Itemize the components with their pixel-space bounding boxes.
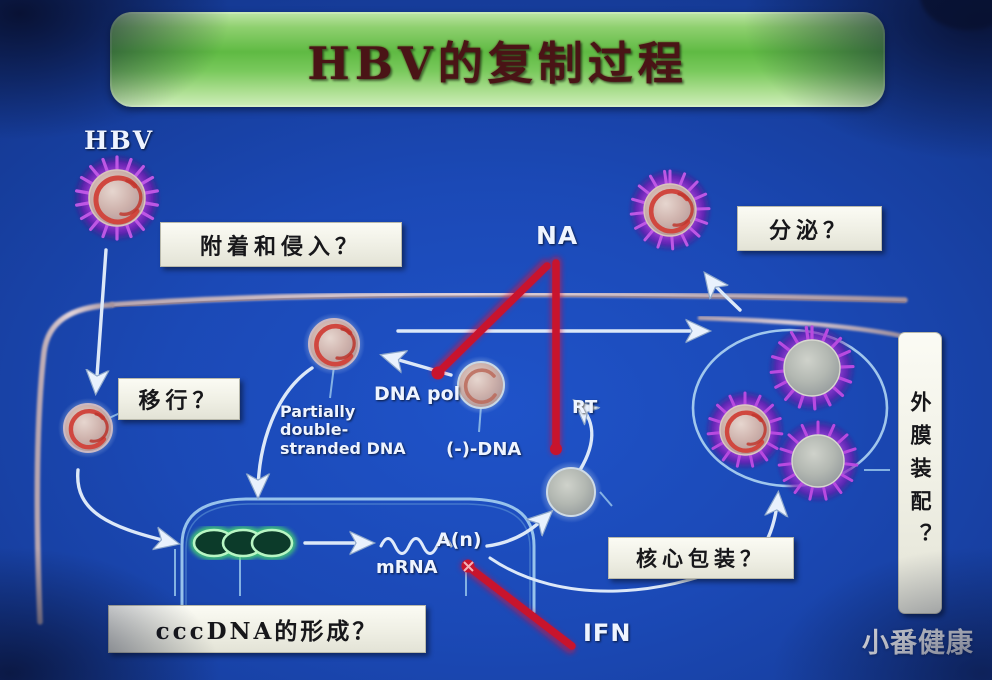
na-arrow-to-dnapol xyxy=(436,262,551,375)
label-rt: RT xyxy=(572,397,598,418)
caption-migration: 移行？ xyxy=(118,378,240,420)
virion-assembly-empty-1 xyxy=(768,324,856,412)
title-banner: HBV的复制过程 xyxy=(110,12,885,107)
caption-attachment-entry: 附着和侵入？ xyxy=(160,222,402,267)
core-partially-ds-dna xyxy=(303,313,365,375)
core-packaged xyxy=(540,461,602,523)
label-ifn: IFN xyxy=(583,619,632,647)
virion-secreted xyxy=(628,168,712,252)
arrow-entry xyxy=(96,248,106,390)
label-na: NA xyxy=(536,221,579,250)
cccdna-circles xyxy=(190,526,296,560)
watermark: 小番健康 xyxy=(862,628,974,659)
page-title: HBV的复制过程 xyxy=(307,37,688,90)
ifn-arrow-to-mrna xyxy=(466,564,576,650)
label-hbv: HBV xyxy=(84,126,155,155)
virion-assembly-empty-2 xyxy=(776,419,860,503)
core-at-membrane xyxy=(58,398,118,458)
label-mrna: mRNA xyxy=(376,557,438,578)
virion-assembly-genome xyxy=(705,390,785,470)
label-poly-a: A(n) xyxy=(436,529,482,551)
arrow-migration-to-cccdna xyxy=(76,468,175,543)
label-minus-dna: (-)-DNA xyxy=(446,439,522,460)
caption-envelope-assembly: 外膜装配？ xyxy=(898,332,942,614)
caption-cccdna-formation: cccDNA的形成？ xyxy=(108,605,426,653)
label-partially-double-stranded-dna: Partially double- stranded DNA xyxy=(280,402,406,458)
caption-core-packaging: 核心包装？ xyxy=(608,537,794,579)
caption-secretion: 分泌？ xyxy=(737,206,882,251)
arrow-secretion xyxy=(707,276,742,312)
core-minus-dna xyxy=(452,356,510,414)
virion-hbv xyxy=(73,154,161,242)
